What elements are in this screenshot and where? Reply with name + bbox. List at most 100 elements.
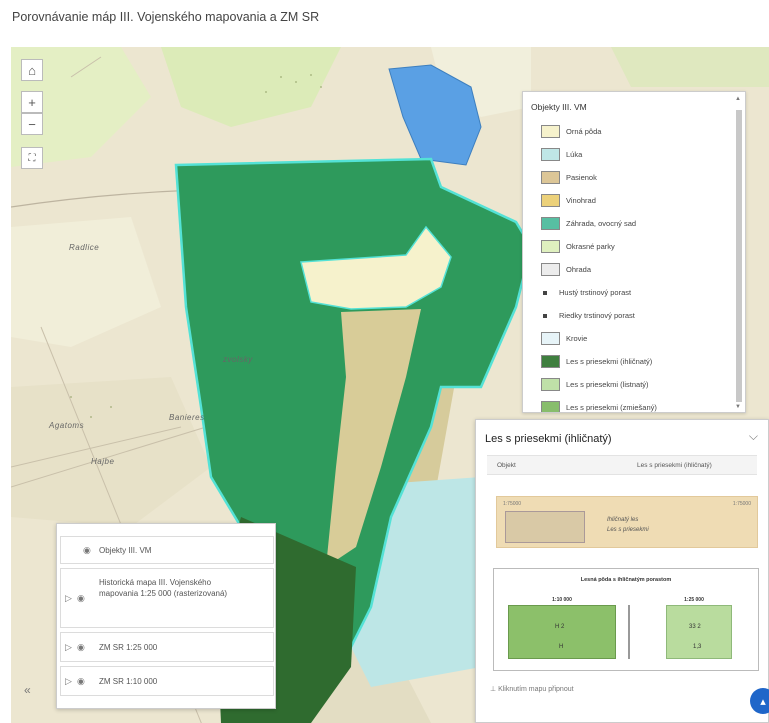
legend-swatch (541, 378, 560, 391)
legend-item-label: Les s priesekmi (listnatý) (566, 380, 649, 389)
legend-item-label: Orná pôda (566, 127, 602, 136)
legend-swatch (541, 332, 560, 345)
legend-item: Hustý trstinový porast (523, 281, 745, 304)
legend-item-label: Hustý trstinový porast (559, 288, 632, 297)
legend-item: Okrasné parky (523, 235, 745, 258)
action-fab-button[interactable]: ▴ (750, 688, 769, 714)
eye-icon[interactable]: ◉ (77, 676, 85, 686)
layer-row-zm-25[interactable]: ▷ ◉ ZM SR 1:25 000 (60, 632, 274, 662)
legend-item: Les s priesekmi (listnatý) (523, 373, 745, 396)
legend-item: Riedky trstinový porast (523, 304, 745, 327)
legend-swatch (541, 355, 560, 368)
legend-dot-icon (543, 313, 547, 318)
legend-item: Lúka (523, 143, 745, 166)
popup-footer[interactable]: ⊥ Kliknutím mapu připnout (490, 685, 574, 693)
expand-triangle-icon[interactable]: ▷ (65, 642, 72, 652)
comparison-cell-right: 33 2 1,3 (666, 605, 732, 659)
legend-item-label: Krovie (566, 334, 588, 343)
pin-icon: ⊥ (490, 686, 497, 693)
scroll-down-icon[interactable]: ▼ (735, 404, 741, 410)
up-arrow-icon: ▴ (760, 695, 766, 708)
legend-item: Ohrada (523, 258, 745, 281)
feature-popup: Les s priesekmi (ihličnatý) ⌵ Objekt Les… (475, 419, 769, 723)
layer-label: ZM SR 1:25 000 (99, 643, 158, 652)
layer-label: ZM SR 1:10 000 (99, 677, 158, 686)
expand-icon: ⛶ (28, 152, 36, 164)
legend-dot-icon (543, 290, 547, 295)
zoom-out-button[interactable]: − (21, 113, 43, 135)
legend-swatch (541, 148, 560, 161)
map-label-zvolsky: zvolsky (223, 355, 253, 364)
legend-item-label: Záhrada, ovocný sad (566, 219, 637, 228)
chevron-down-icon[interactable]: ⌵ (748, 429, 758, 443)
attribute-value: Les s priesekmi (ihličnatý) (637, 462, 712, 469)
legend-item-label: Okrasné parky (566, 242, 615, 251)
comparison-divider (628, 605, 630, 659)
legend-item-label: Lúka (566, 150, 583, 159)
comparison-title: Lesná pôda s ihličnatým porastom (580, 577, 672, 583)
cell-right-sub: 1,3 (693, 644, 702, 650)
legend-sample-image: 1:75000 1:75000 Ihličnatý les Les s prie… (496, 496, 758, 548)
legend-scroll-thumb[interactable] (736, 110, 742, 402)
image-scale-right: 1:75000 (732, 501, 751, 507)
map-label-hajbe: Hajbe (91, 457, 115, 466)
eye-icon[interactable]: ◉ (77, 642, 85, 652)
legend-swatch (541, 217, 560, 230)
expand-triangle-icon[interactable]: ▷ (65, 593, 72, 603)
eye-icon[interactable]: ◉ (83, 545, 91, 555)
legend-item: Záhrada, ovocný sad (523, 212, 745, 235)
attribute-key: Objekt (497, 462, 516, 469)
legend-swatch (541, 240, 560, 253)
comparison-scale-left: 1:10 000 (552, 597, 572, 603)
legend-item: Vinohrad (523, 189, 745, 212)
home-button[interactable]: ⌂ (21, 59, 43, 81)
double-chevron-left-icon: « (24, 683, 31, 697)
sample-caption-1: Ihličnatý les (607, 517, 639, 523)
popup-title: Les s priesekmi (ihličnatý) (485, 433, 612, 445)
legend-item: Krovie (523, 327, 745, 350)
cell-left-sub: H (559, 644, 564, 650)
attribute-row: Objekt Les s priesekmi (ihličnatý) (487, 455, 757, 475)
legend-item-label: Pasienok (566, 173, 597, 182)
pin-hint: Kliknutím mapu připnout (498, 686, 574, 693)
legend-item-label: Les s priesekmi (zmiešaný) (566, 403, 657, 412)
cell-right-label: 33 2 (689, 624, 701, 630)
comparison-scale-right: 1:25 000 (684, 597, 704, 603)
legend-item-label: Ohrada (566, 265, 592, 274)
sample-map-snippet (505, 511, 585, 543)
layer-label: Objekty III. VM (99, 546, 152, 555)
eye-icon[interactable]: ◉ (77, 593, 85, 603)
legend-item-label: Riedky trstinový porast (559, 311, 635, 320)
comparison-cell-left: H 2 H (508, 605, 616, 659)
expand-triangle-icon[interactable]: ▷ (65, 676, 72, 686)
cell-left-label: H 2 (555, 624, 565, 630)
image-scale-left: 1:75000 (503, 501, 522, 507)
home-icon: ⌂ (28, 62, 36, 78)
legend-swatch (541, 263, 560, 276)
map-label-banieres: Banieres (169, 413, 205, 422)
minus-icon: − (28, 116, 36, 132)
layer-list-panel: ◉ Objekty III. VM ▷ ◉ Historická mapa II… (56, 523, 276, 709)
fullscreen-button[interactable]: ⛶ (21, 147, 43, 169)
legend-swatch (541, 401, 560, 412)
scroll-up-icon[interactable]: ▲ (735, 96, 741, 102)
plus-icon: + (28, 94, 36, 110)
layer-row-historicka[interactable]: ▷ ◉ Historická mapa III. Vojenského mapo… (60, 568, 274, 628)
zoom-in-button[interactable]: + (21, 91, 43, 113)
legend-scrollbar[interactable]: ▲ ▼ (735, 96, 743, 410)
legend-item: Orná pôda (523, 120, 745, 143)
legend-item: Les s priesekmi (ihličnatý) (523, 350, 745, 373)
layer-row-zm-10[interactable]: ▷ ◉ ZM SR 1:10 000 (60, 666, 274, 696)
legend-item-label: Vinohrad (566, 196, 596, 205)
comparison-image: Lesná pôda s ihličnatým porastom 1:10 00… (493, 568, 759, 671)
legend-item: Pasienok (523, 166, 745, 189)
sample-caption-2: Les s priesekmi (607, 527, 649, 533)
layer-label: Historická mapa III. Vojenského mapovani… (99, 578, 228, 598)
collapse-panel-button[interactable]: « (24, 683, 31, 697)
legend-title: Objekty III. VM (531, 102, 587, 112)
legend-swatch (541, 171, 560, 184)
page-title: Porovnávanie máp III. Vojenského mapovan… (12, 10, 320, 24)
layer-row-objekty[interactable]: ◉ Objekty III. VM (60, 536, 274, 564)
